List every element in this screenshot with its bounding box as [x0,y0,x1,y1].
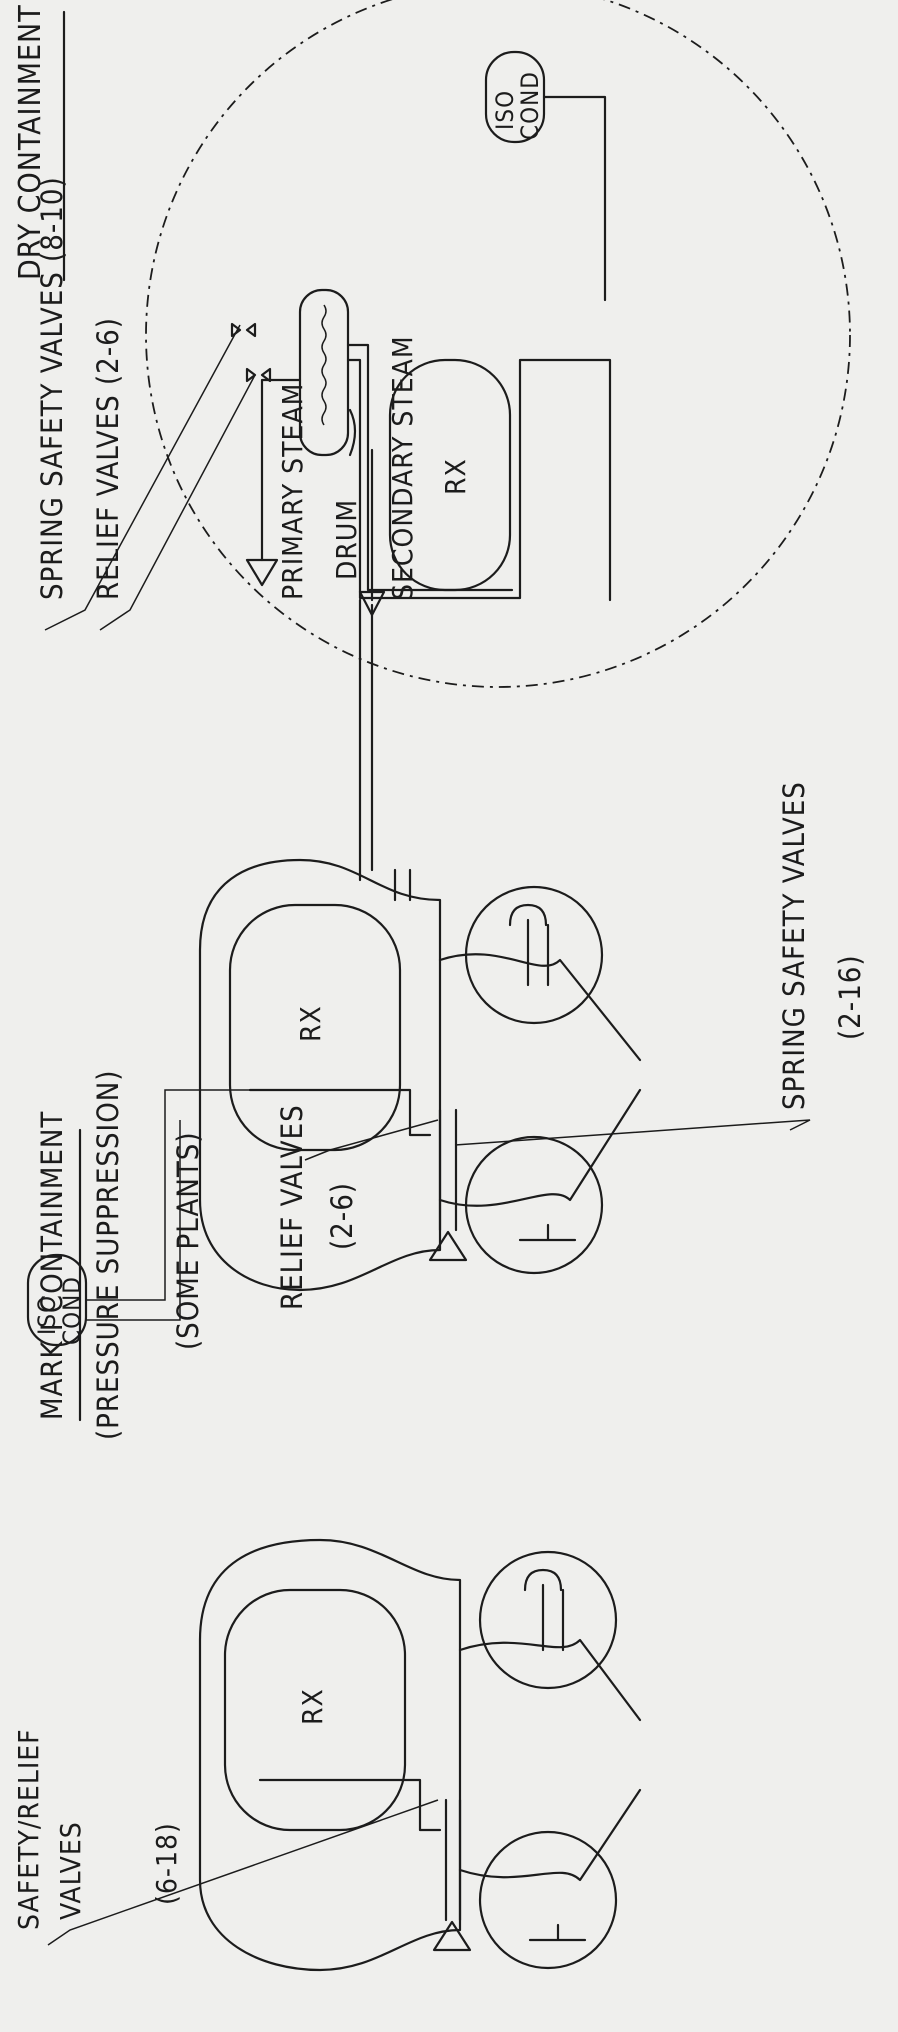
mark1-spring-count: (2-16) [833,954,867,1040]
drum-pointer [350,410,355,455]
drum-water-level [322,305,326,425]
primary-steam-label: PRIMARY STEAM [276,383,309,600]
mark1-title: MARK I CONTAINMENT [35,1111,69,1420]
srv-drywell-neck [460,1640,640,1880]
drum-label: DRUM [330,499,363,580]
mark1-torus-vent-left [510,905,548,985]
dry-cond-label: COND [516,71,544,140]
mark1-spring-safety-label: SPRING SAFETY VALVES [777,781,811,1110]
mark1-steam-pipes [440,1110,456,1230]
safety-relief-label-2: VALVES [54,1821,87,1920]
mark1-cond-label: COND [58,1276,86,1345]
mark1-relief-count: (2-6) [325,1182,359,1250]
srv-rx-label: RX [296,1688,329,1725]
spring-safety-leader [45,325,240,630]
srv-torus-vent-right [530,1925,585,1940]
mark1-rx-label: RX [294,1005,327,1042]
srv-drywell [200,1540,460,1970]
mark1-iso-label: ISO [33,1295,61,1335]
srv-steam-arrow [434,1922,470,1950]
srv-torus-vent-left [525,1570,563,1650]
primary-steam-arrow [247,560,277,585]
dry-spring-safety-label: SPRING SAFETY VALVES (8-10) [35,176,69,600]
mark1-torus-vent-right [520,1225,575,1240]
mark1-spring-leader [455,1120,810,1145]
dry-containment: ISO COND RX [45,0,850,900]
dry-iso-line [544,97,605,300]
secondary-loop [360,600,372,880]
mark1-drywell [200,860,440,1290]
srv-torus-left [480,1552,616,1688]
dry-iso-label: ISO [491,90,519,130]
srv-torus-right [480,1832,616,1968]
dry-rx-label: RX [439,458,472,495]
mark1-subtitle: (PRESSURE SUPPRESSION) [91,1070,125,1440]
drum-valve-1 [247,369,270,381]
mark1-iso-plant: ISO COND RX [28,860,810,1345]
srv-steam-line [260,1780,460,1920]
safety-relief-label: SAFETY/RELIEF [12,1728,45,1930]
srv-leader [48,1800,438,1945]
dry-relief-label: RELIEF VALVES (2-6) [91,317,125,600]
mark1-relief-label: RELIEF VALVES [275,1104,309,1310]
mark1-srv-plant: RX [48,1540,640,1970]
mark1-steam-arrow [430,1232,466,1260]
mark1-drywell-neck [440,954,640,1206]
